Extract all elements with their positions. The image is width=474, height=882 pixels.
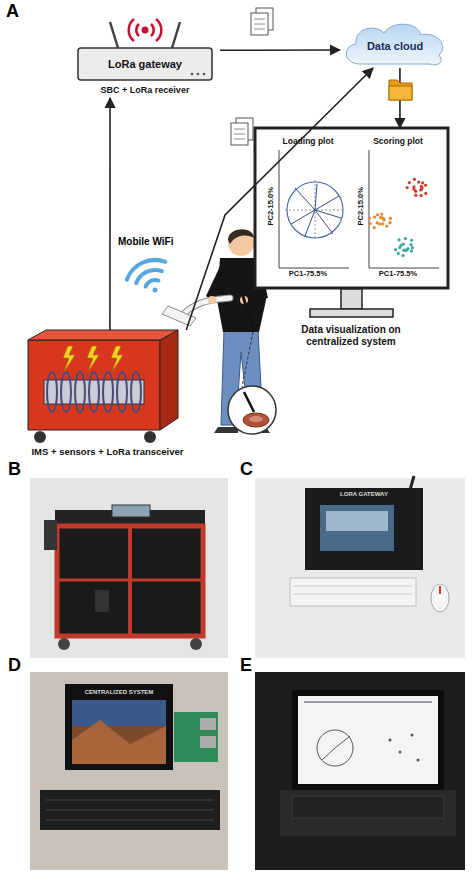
- node-text: SBC + LoRa receiver: [70, 85, 220, 95]
- node-text: PC1-75.5%: [355, 270, 441, 279]
- gateway-photo: [255, 476, 465, 658]
- panel-letter: E: [240, 656, 260, 676]
- folder-icon: [389, 80, 412, 100]
- panel-letter: C: [240, 460, 260, 480]
- node-shape: [265, 136, 351, 282]
- node-text: Loading plot: [265, 137, 351, 147]
- node-shape: [355, 136, 441, 282]
- ims-cart: IMS + sensors + LoRa transceiver: [20, 330, 195, 465]
- node-text: LoRa gateway: [70, 58, 220, 71]
- node-text: Data cloud: [340, 40, 450, 53]
- panel-letter: A: [6, 2, 26, 22]
- gateway-box: LoRa gatewaySBC + LoRa receiver: [70, 45, 220, 98]
- document-icon: [251, 8, 273, 35]
- cloud-node: Data cloud: [340, 20, 450, 68]
- monitor-node: Data visualization on centralized system…: [255, 128, 448, 368]
- wifi-symbol: [127, 260, 166, 293]
- connector-arrow: [186, 68, 373, 330]
- plot-panel: Loading plotPC2-15.0% PC1-75.5%: [265, 136, 351, 282]
- panel-letter: D: [8, 656, 28, 676]
- node-text: PC2-15.0%: [267, 168, 276, 244]
- connector-arrow: [109, 98, 111, 330]
- text-label: Mobile WiFi: [118, 236, 198, 247]
- node-text: Scoring plot: [355, 137, 441, 147]
- laptop-photo: [255, 672, 465, 870]
- antenna-symbol: [110, 19, 180, 48]
- node-text: IMS + sensors + LoRa transceiver: [20, 447, 195, 458]
- text-label: CENTRALIZED SYSTEM: [71, 689, 167, 696]
- magnifier-inset: [228, 332, 276, 434]
- node-text: PC2-15.0%: [357, 168, 366, 244]
- plot-panel: Scoring plotPC2-15.0% PC1-75.5%: [355, 136, 441, 282]
- connector-arrow: [220, 49, 340, 51]
- node-text: PC1-75.5%: [265, 270, 351, 279]
- text-label: LORA GATEWAY: [329, 491, 399, 498]
- document-icon: [231, 118, 253, 145]
- node-shape: [20, 330, 195, 465]
- centralized-photo: [30, 672, 228, 870]
- node-text: Data visualization on centralized system: [276, 324, 426, 347]
- cart-photo: [30, 478, 228, 658]
- panel-letter: B: [8, 460, 28, 480]
